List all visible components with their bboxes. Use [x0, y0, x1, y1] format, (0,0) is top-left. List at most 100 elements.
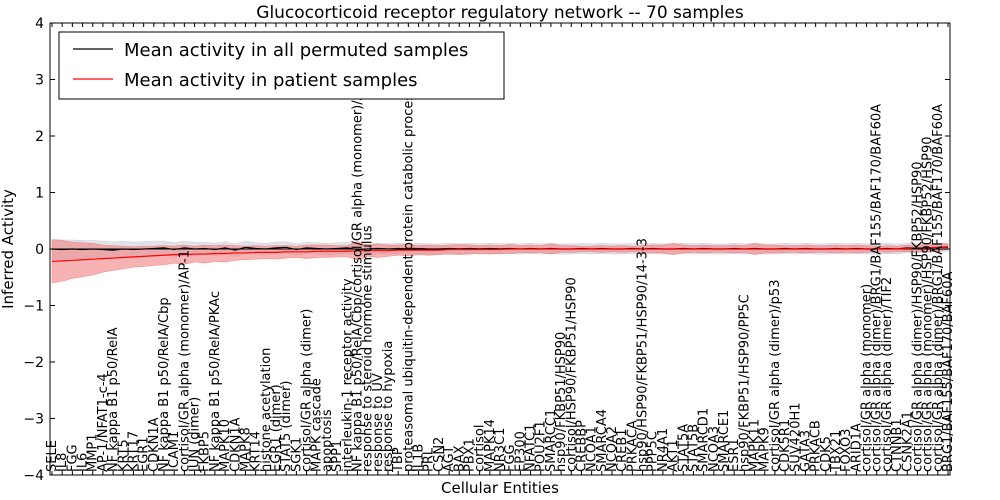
- category-label: NF kappa B1 p50/RelA/Cbp/cortisol/GR alp…: [350, 71, 365, 472]
- category-label: apoptosis: [320, 409, 335, 472]
- category-label: BAX: [452, 445, 467, 472]
- category-label: AP-1/NFAT1-c-4: [96, 373, 111, 472]
- y-tick-label: −2: [23, 355, 44, 371]
- category-label: FGG: [503, 444, 518, 472]
- category-label: EGR1 (dimer): [269, 384, 284, 472]
- y-tick-label: −3: [23, 412, 44, 428]
- legend-label-patient: Mean activity in patient samples: [124, 70, 418, 91]
- category-label: histone acetylation: [259, 348, 274, 472]
- category-label: cortisol/GR alpha (monomer)/AP-1: [177, 250, 192, 472]
- category-label: SMARCC1: [544, 409, 559, 472]
- category-label: CDKN1A: [147, 417, 162, 472]
- x-axis-ticks: [51, 23, 949, 475]
- category-label: SGK1: [289, 437, 304, 472]
- category-label: response to steroid hormone stimulus: [361, 225, 376, 472]
- category-label: cortisol/GR alpha (dimer)/p53: [768, 280, 783, 472]
- category-label: GATA3: [798, 430, 813, 472]
- category-label: NF kappa B1 p50/RelA: [106, 327, 121, 472]
- series-line-patient: [51, 246, 949, 263]
- category-label: NF kappa B1 p50/RelA/PKAc: [208, 291, 223, 472]
- category-label: KRT14: [249, 431, 264, 472]
- category-label: cortisol/GR alpha (dimer)/BRG1/BAF155/BA…: [870, 104, 885, 472]
- category-label: hsp90/FKBP51/HSP90: [554, 332, 569, 472]
- category-label: cortisol/GR alpha (dimer)/BRG1/BAF155/BA…: [931, 104, 946, 472]
- category-label: SMARCA4: [595, 409, 610, 472]
- category-label: NFATC1: [524, 424, 539, 472]
- category-label: FGG: [65, 444, 80, 472]
- category-label: SUV420H1: [788, 402, 803, 472]
- category-label: IL8: [55, 453, 70, 472]
- y-tick-label: −4: [23, 468, 44, 484]
- category-label: BRG1/BAF155/BAF170/BAF60A: [941, 272, 956, 472]
- category-label: CDK5: [819, 436, 834, 472]
- category-label: CREB1: [615, 428, 630, 472]
- category-label: PRKACA: [625, 420, 640, 472]
- category-label: cortisol: [473, 425, 488, 473]
- category-label: PPP5C: [646, 431, 661, 472]
- category-label: STAT5A: [676, 424, 691, 472]
- category-label: hsp90/FKBP51/HSP90/PP5C: [737, 294, 752, 472]
- y-tick-label: 3: [35, 73, 44, 89]
- category-label: EGR1: [137, 436, 152, 472]
- category-label: SMARCD1: [697, 408, 712, 472]
- category-label: NR4A1: [656, 428, 671, 472]
- category-label: CSNK2A1: [900, 411, 915, 472]
- category-label: cortisol/GR alpha (monomer)/HSP90/FKBP52…: [921, 137, 936, 473]
- y-tick-label: 1: [35, 186, 44, 202]
- category-label: NCOA2: [605, 426, 620, 472]
- category-label: cortisol/HSP90/FKBP51/HSP90: [564, 277, 579, 472]
- legend-label-permuted: Mean activity in all permuted samples: [124, 40, 468, 61]
- category-label: STAT5 (dimer): [279, 381, 294, 472]
- category-label: AKT1: [666, 439, 681, 472]
- y-tick-label: −1: [23, 299, 44, 315]
- category-label: JUN (dimer): [188, 397, 203, 473]
- category-label: PBX1: [462, 438, 477, 472]
- category-label: MAPK11: [748, 419, 763, 472]
- legend: Mean activity in all permuted samples Me…: [58, 31, 505, 100]
- category-label: response to UV: [371, 373, 386, 472]
- category-label: cortisol/GR alpha (dimer)/TIF2: [880, 277, 895, 472]
- category-label: MAPK8: [238, 427, 253, 472]
- category-label: interleukin-1 receptor activity: [340, 278, 355, 472]
- category-label: CSN2: [432, 437, 447, 472]
- category-label: PRL: [422, 447, 437, 472]
- category-label: STAT5B: [686, 424, 701, 472]
- category-label: ICAM1: [167, 431, 182, 472]
- category-label: NCOA3: [707, 426, 722, 472]
- category-label: KRT17: [126, 431, 141, 472]
- category-label: cortisol/GR alpha (monomer): [860, 284, 875, 472]
- category-label: CDK5R1: [778, 419, 793, 472]
- plot-frame: [49, 22, 951, 476]
- category-label: IL6: [76, 453, 91, 472]
- category-label: MAPK9: [758, 427, 773, 472]
- category-label: cortisol/GR alpha (dimer): [300, 309, 315, 472]
- category-label: MAPK cascade: [310, 378, 325, 472]
- category-label: ARID1A: [849, 423, 864, 472]
- series-lines: [51, 246, 949, 263]
- category-label: MMP1: [86, 433, 101, 472]
- category-label: EP300: [513, 431, 528, 472]
- category-label: CTNNB1: [890, 418, 905, 472]
- y-axis-label: Inferred Activity: [0, 189, 17, 309]
- category-label: POU2F1: [534, 420, 549, 472]
- category-label: TBP: [391, 447, 406, 473]
- category-label: TBX21: [829, 430, 844, 473]
- category-label: IL1B: [412, 444, 427, 472]
- y-tick-label: 0: [35, 242, 44, 258]
- category-label: ESR1: [727, 438, 742, 472]
- y-tick-label: 4: [35, 16, 44, 32]
- category-label: AGT: [442, 446, 457, 472]
- category-label: MAPK14: [483, 419, 498, 472]
- category-label: NR3C1: [493, 428, 508, 472]
- legend-box: [58, 31, 505, 100]
- category-label: NF kappa B1 p50/RelA/Cbp: [157, 297, 172, 472]
- category-label: SELE: [45, 440, 60, 472]
- chart-title: Glucocorticoid receptor regulatory netwo…: [256, 3, 744, 23]
- category-label: PRKACB: [809, 420, 824, 472]
- category-label: response to hypoxia: [381, 341, 396, 472]
- category-label: NCOA1: [585, 426, 600, 472]
- category-label: KRT5: [116, 439, 131, 472]
